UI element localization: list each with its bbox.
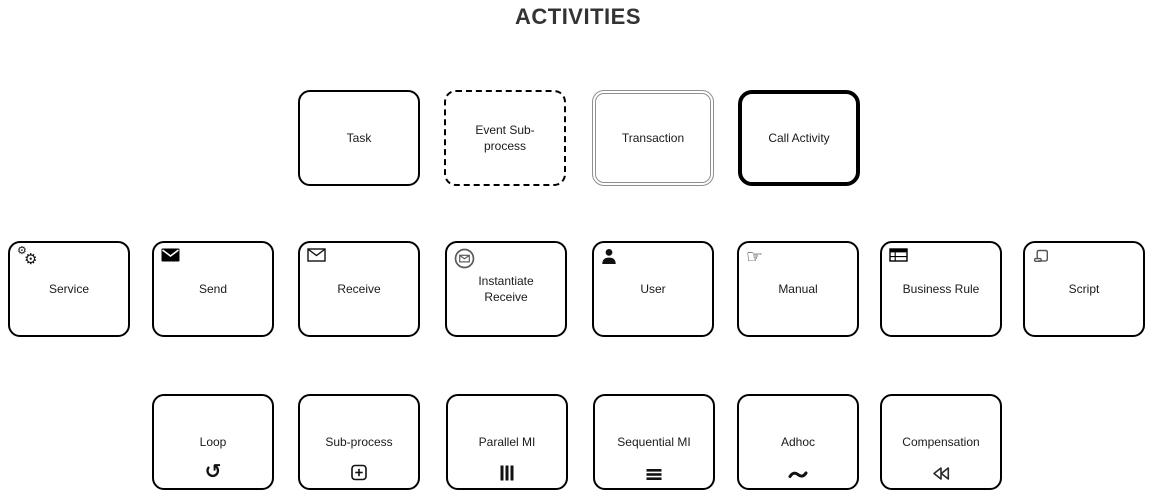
activity-label: Compensation [902,434,980,449]
activity-call-activity[interactable]: Call Activity [738,90,860,186]
envelope-outline-icon [307,248,333,272]
hand-icon: ☞ [746,246,764,268]
person-icon [601,248,627,272]
activity-compensation[interactable]: Compensation [880,394,1002,490]
activity-label: Adhoc [780,434,816,449]
activity-label: Sub-process [325,434,393,449]
activity-service[interactable]: ⚙ ⚙ Service [8,241,130,337]
activity-instantiate-receive[interactable]: Instantiate Receive [445,241,567,337]
horizontal-bars-icon [646,468,662,481]
activity-parallel-mi[interactable]: Parallel MI [446,394,568,490]
tilde-icon [788,469,809,481]
activity-script[interactable]: Script [1023,241,1145,337]
activity-label: Instantiate Receive [478,273,534,304]
rewind-icon [931,466,951,481]
plus-box-icon [351,464,368,481]
activity-label: Task [346,130,372,145]
loop-arrow-icon: ↺ [204,459,222,483]
activity-receive[interactable]: Receive [298,241,420,337]
activity-loop[interactable]: Loop ↺ [152,394,274,490]
table-icon [889,248,915,272]
scroll-icon [1032,248,1058,272]
activity-label: User [640,281,666,296]
activity-sequential-mi[interactable]: Sequential MI [593,394,715,490]
activity-label: Receive [337,281,381,296]
activity-label: Script [1068,281,1100,296]
activity-label: Call Activity [768,130,830,145]
activity-label: Send [198,281,228,296]
activity-label: Transaction [621,130,685,145]
activity-label: Sequential MI [617,434,691,449]
activity-label: Parallel MI [478,434,536,449]
activity-user[interactable]: User [592,241,714,337]
activity-event-subprocess[interactable]: Event Sub-process [444,90,566,186]
activity-label: Event Sub-process [475,122,535,153]
envelope-circle-icon [454,248,480,272]
activity-subprocess[interactable]: Sub-process [298,394,420,490]
activity-business-rule[interactable]: Business Rule [880,241,1002,337]
activity-label: Business Rule [902,281,980,296]
activity-label: Loop [199,434,227,449]
envelope-filled-icon [161,248,187,272]
gears-icon: ⚙ ⚙ [17,244,38,268]
activity-adhoc[interactable]: Adhoc [737,394,859,490]
activity-label: Service [48,281,89,296]
page-title: ACTIVITIES [514,4,641,29]
activity-manual[interactable]: ☞ Manual [737,241,859,337]
activity-send[interactable]: Send [152,241,274,337]
vertical-bars-icon [499,465,515,481]
activity-transaction[interactable]: Transaction [592,90,714,186]
activity-label: Manual [778,281,818,296]
activity-task[interactable]: Task [298,90,420,186]
